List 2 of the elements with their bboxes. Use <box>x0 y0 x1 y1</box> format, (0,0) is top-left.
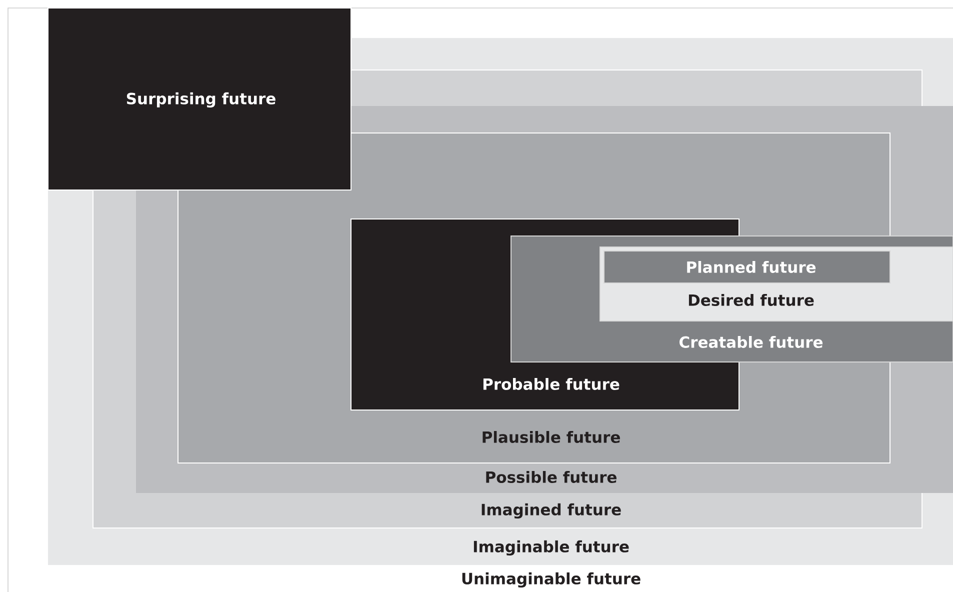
future-box: Planned future <box>604 250 890 284</box>
future-box: Surprising future <box>48 8 352 190</box>
